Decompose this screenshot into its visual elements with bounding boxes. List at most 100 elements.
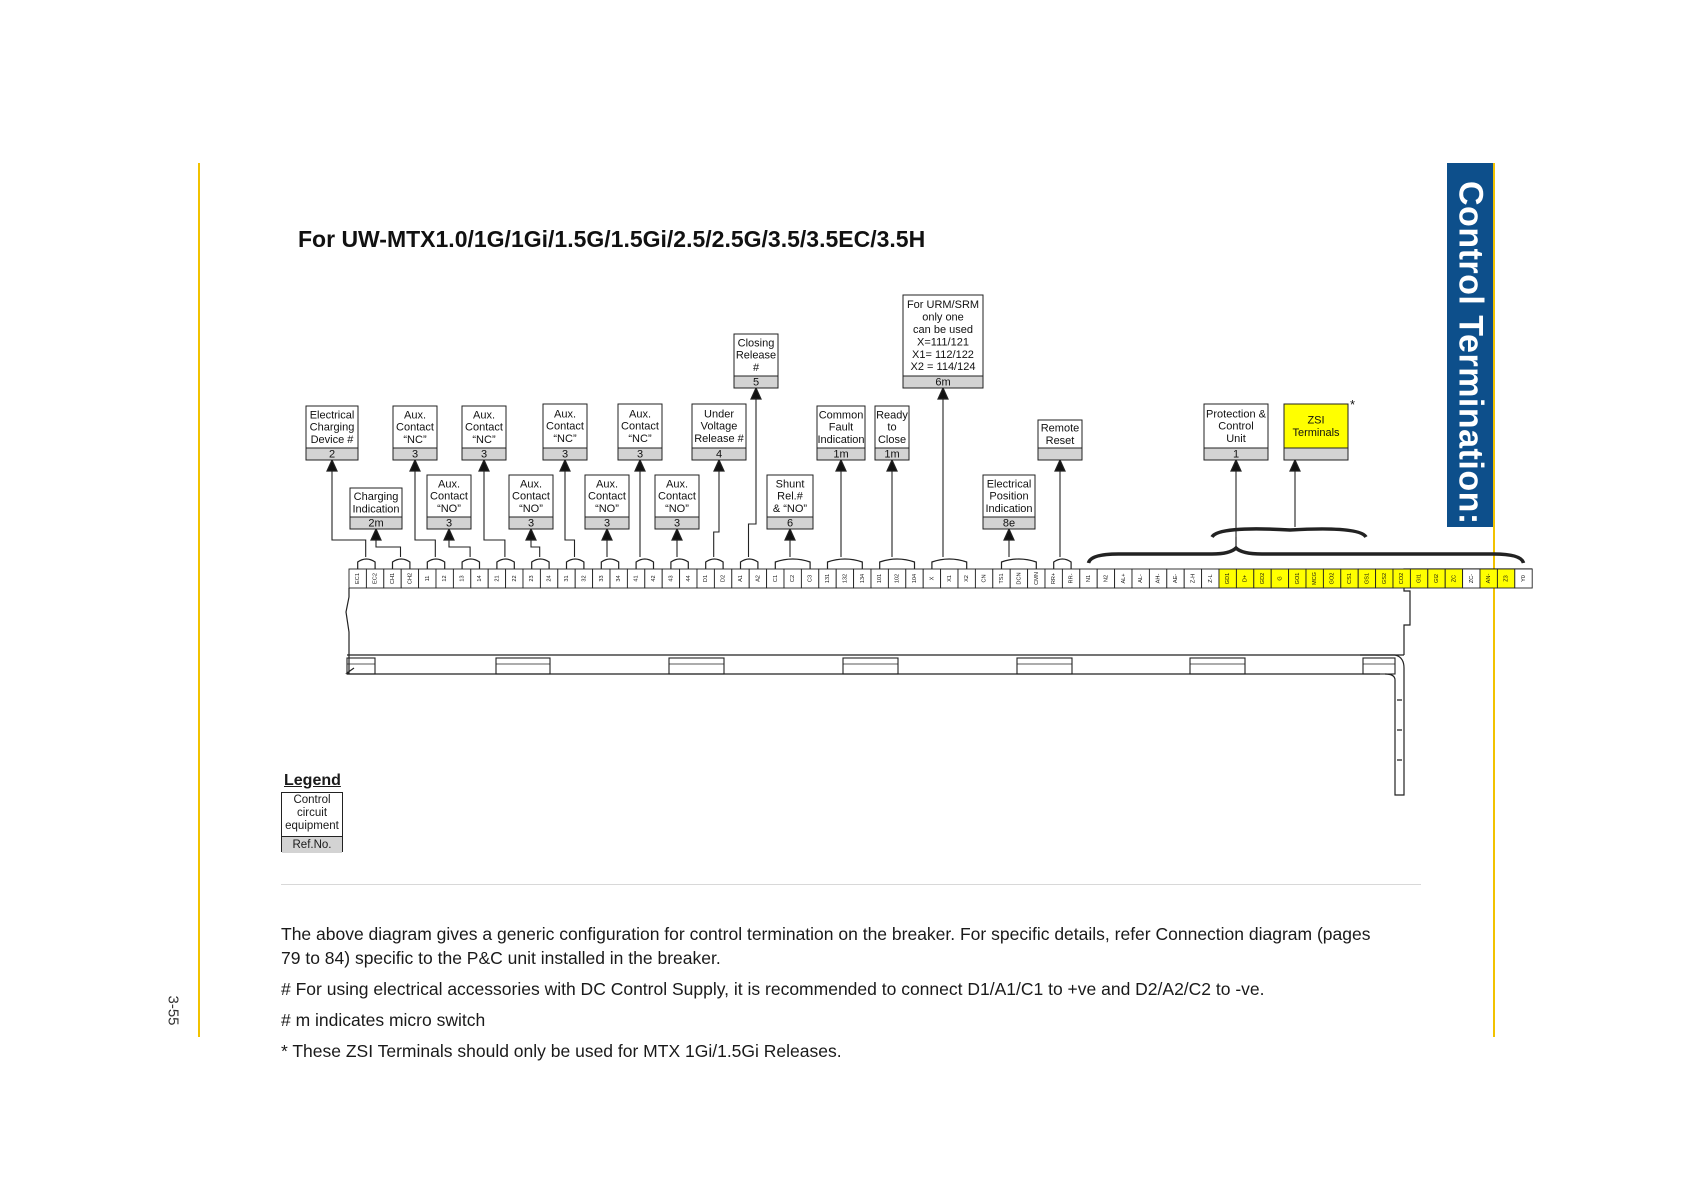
arrowhead bbox=[634, 458, 646, 472]
terminal-label: GO2 bbox=[1330, 573, 1336, 585]
terminal-label: RR- bbox=[1069, 573, 1075, 583]
arrowhead bbox=[326, 458, 338, 472]
terminal-label: AN- bbox=[1486, 574, 1492, 584]
box-aux-no-3: Aux.Contact“NO”3 bbox=[584, 474, 630, 530]
box-ref-number: 8e bbox=[1003, 518, 1015, 530]
terminal-label: 12 bbox=[442, 575, 448, 581]
note-micro-switch: # m indicates micro switch bbox=[281, 1010, 486, 1030]
terminal-label: GO1 bbox=[1295, 573, 1301, 585]
terminal-label: C3 bbox=[808, 575, 814, 582]
terminal-label: C2 bbox=[790, 575, 796, 582]
box-ref-band bbox=[305, 447, 359, 461]
box-text-line: Contact bbox=[430, 491, 468, 503]
terminal-label: 21 bbox=[494, 575, 500, 581]
section-tab: Control Termination: bbox=[1447, 163, 1493, 527]
box-ref-number: 4 bbox=[716, 449, 722, 461]
box-ref-band bbox=[816, 447, 866, 461]
terminal-label: ZC bbox=[1451, 575, 1457, 582]
box-ref-band bbox=[1037, 447, 1083, 461]
box-text-line: Contact bbox=[546, 421, 584, 433]
hinge-block bbox=[1362, 657, 1396, 675]
terminal-label: GS1 bbox=[1364, 573, 1370, 584]
terminal-label: GS2 bbox=[1382, 573, 1388, 584]
terminal-label: 14 bbox=[477, 575, 483, 581]
terminal-label: GD1 bbox=[1225, 573, 1231, 585]
box-ref-number: 6 bbox=[787, 518, 793, 530]
terminal-label: 131 bbox=[825, 574, 831, 583]
box-text-line: “NC” bbox=[553, 433, 577, 445]
box-ref-band bbox=[617, 447, 663, 461]
box-text-line: Aux. bbox=[596, 478, 618, 490]
terminal-label: 43 bbox=[668, 575, 674, 581]
terminal-label: 34 bbox=[616, 575, 622, 581]
box-ref-band bbox=[902, 375, 984, 389]
box-text-line: Ready bbox=[876, 409, 908, 421]
box-text-line: X1= 112/122 bbox=[912, 349, 974, 361]
box-ref-band bbox=[733, 375, 779, 389]
box-text-line: Remote bbox=[1041, 423, 1080, 435]
box-text-line: Electrical bbox=[987, 478, 1032, 490]
hinge-block bbox=[346, 657, 376, 675]
terminal-bracket bbox=[739, 558, 759, 569]
box-aux-nc-3: Aux.Contact“NC”3 bbox=[542, 403, 588, 461]
terminal-label: 33 bbox=[599, 575, 605, 581]
arrowhead bbox=[559, 458, 571, 472]
box-aux-no-2: Aux.Contact“NO”3 bbox=[508, 474, 554, 530]
terminal-label: 23 bbox=[529, 575, 535, 581]
box-text-line: For URM/SRM bbox=[907, 299, 979, 311]
terminal-bracket bbox=[391, 558, 411, 569]
terminal-label: CH1 bbox=[390, 573, 396, 584]
box-text-line: Terminals bbox=[1292, 427, 1340, 439]
terminal-label: 101 bbox=[877, 574, 883, 583]
terminal-bracket bbox=[635, 558, 655, 569]
box-text-line: “NC” bbox=[472, 434, 496, 446]
box-text-line: Release # bbox=[694, 433, 744, 445]
terminal-label: 22 bbox=[512, 575, 518, 581]
legend-body: Control circuit equipment bbox=[282, 793, 342, 836]
terminal-label: ZC- bbox=[1469, 574, 1475, 583]
terminal-label: GD2 bbox=[1260, 573, 1266, 585]
hinge-block bbox=[495, 657, 551, 675]
terminal-label: DCN bbox=[1016, 572, 1022, 584]
box-text-line: can be used bbox=[913, 324, 973, 336]
terminal-label: 31 bbox=[564, 575, 570, 581]
box-ref-number: 2 bbox=[329, 449, 335, 461]
legend-line: circuit bbox=[296, 807, 328, 819]
terminal-label: 44 bbox=[686, 575, 692, 581]
note-dc-supply: # For using electrical accessories with … bbox=[281, 979, 1265, 999]
box-ref-band bbox=[1203, 447, 1269, 461]
terminal-label: D+ bbox=[1243, 575, 1249, 582]
wire bbox=[564, 460, 576, 557]
box-ref-band bbox=[584, 516, 630, 530]
box-ref-number: 1 bbox=[1233, 449, 1239, 461]
arrowhead bbox=[750, 386, 762, 400]
terminal-label: CS1 bbox=[1347, 573, 1353, 584]
box-text-line: Contact bbox=[621, 421, 659, 433]
wire bbox=[331, 460, 367, 557]
terminal-label: X2 bbox=[964, 575, 970, 582]
terminal-bracket bbox=[531, 558, 550, 569]
box-text-line: ZSI bbox=[1307, 415, 1324, 427]
box-ref-number: 3 bbox=[604, 518, 610, 530]
box-text-line: Electrical bbox=[310, 409, 355, 421]
box-text-line: Contact bbox=[588, 491, 626, 503]
separator bbox=[281, 884, 1421, 885]
box-aux-nc-1: Aux.Contact“NC”3 bbox=[392, 405, 438, 461]
box-text-line: Closing bbox=[738, 337, 775, 349]
box-ref-band bbox=[982, 516, 1036, 530]
box-ref-band bbox=[461, 447, 507, 461]
box-text-line: Control bbox=[1218, 421, 1253, 433]
box-text-line: “NC” bbox=[628, 433, 652, 445]
legend-line: Control bbox=[293, 794, 331, 806]
box-text-line: Reset bbox=[1046, 435, 1075, 447]
zsi-brace bbox=[1210, 527, 1368, 539]
terminal-label: RR+ bbox=[1051, 573, 1057, 584]
terminal-label: 11 bbox=[425, 576, 431, 582]
terminal-bracket bbox=[774, 558, 811, 569]
arrowhead bbox=[478, 458, 490, 472]
terminal-label: Z3 bbox=[1504, 575, 1510, 582]
